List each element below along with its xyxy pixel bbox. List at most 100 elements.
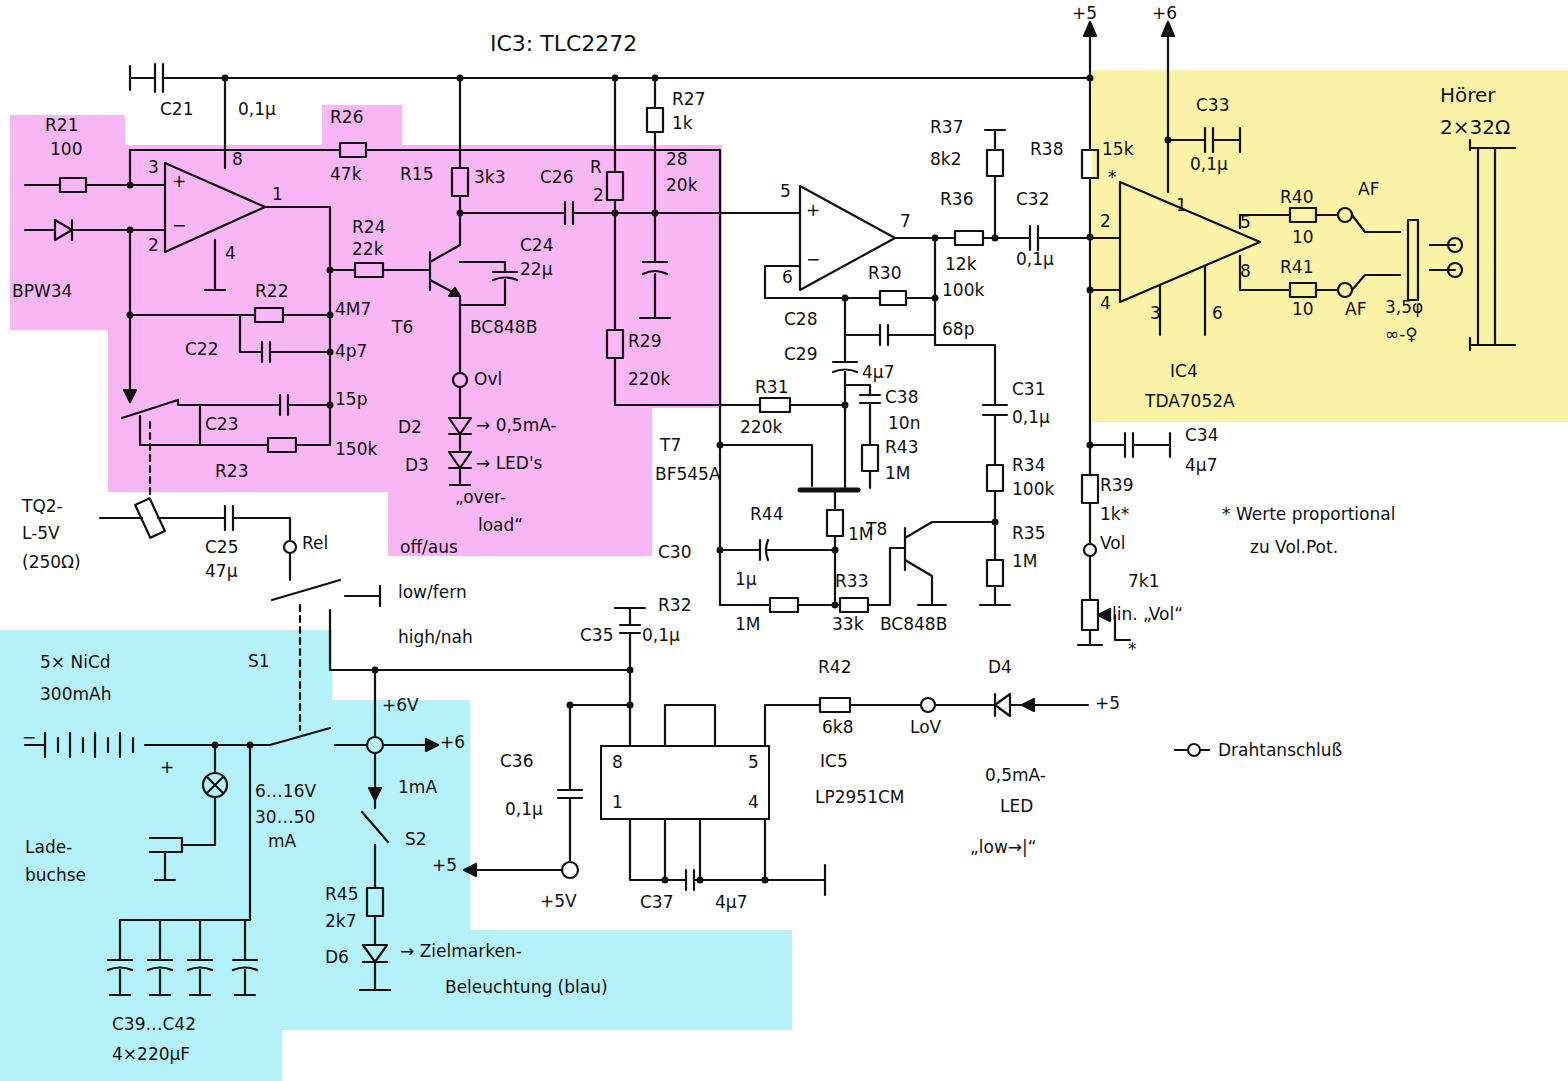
schematic-label: +5V: [540, 892, 577, 911]
lamp-symbol: [150, 745, 223, 880]
schematic-label: D4: [988, 658, 1012, 677]
schematic-label: C29: [784, 345, 818, 364]
resistor-symbol: [880, 291, 906, 305]
schematic-label: 150k: [335, 440, 377, 459]
schematic-label: R35: [1012, 524, 1045, 543]
schematic-label: R21: [45, 116, 78, 135]
schematic-label: low/fern: [398, 583, 467, 602]
resistor-symbol: [1082, 150, 1098, 178]
resistor-symbol: [340, 143, 366, 157]
schematic-label: +5: [1072, 4, 1097, 23]
schematic-label: R24: [352, 218, 385, 237]
schematic-label: 1M: [735, 615, 760, 634]
schematic-label: −: [22, 728, 36, 747]
arrow-head: [449, 288, 460, 296]
transistor-symbol: [905, 522, 995, 605]
schematic-label: BC848B: [470, 318, 537, 337]
schematic-label: 1: [1176, 196, 1187, 215]
schematic-label: BF545A: [655, 465, 721, 484]
schematic-label: zu Vol.Pot.: [1250, 538, 1338, 557]
schematic-label: R15: [400, 165, 433, 184]
schematic-label: +: [160, 758, 174, 777]
schematic-label: 15p: [335, 390, 367, 409]
schematic-label: 5: [1240, 213, 1251, 232]
schematic-label: T7: [660, 436, 681, 455]
schematic-label: 2: [1100, 212, 1111, 231]
schematic-label: off/aus: [400, 538, 458, 557]
schematic-label: → 0,5mA-: [476, 416, 557, 435]
resistor-symbol: [955, 231, 983, 245]
wire: [375, 608, 645, 745]
schematic-label: R43: [885, 438, 918, 457]
schematic-label: C28: [784, 310, 818, 329]
capacitor-symbol: [262, 342, 288, 415]
schematic-label: C23: [205, 415, 239, 434]
schematic-label: 0,1µ: [1012, 408, 1050, 427]
schematic-label: D2: [398, 418, 422, 437]
arrow-head: [1084, 22, 1174, 621]
schematic-label: 100k: [1012, 480, 1054, 499]
wire: [460, 202, 800, 224]
schematic-label: R29: [628, 332, 661, 351]
schematic-label: Ovl: [474, 370, 502, 389]
schematic-label: *: [1128, 640, 1137, 659]
schematic-label: 0,1µ: [238, 100, 276, 119]
wire: [845, 298, 1010, 605]
potentiometer-symbol: [1082, 600, 1098, 630]
schematic-label: 4µ7: [862, 363, 894, 382]
schematic-label: C38: [885, 388, 919, 407]
schematic-label: mA: [268, 832, 296, 851]
pin-number: 1: [612, 793, 623, 812]
schematic-label: R39: [1100, 476, 1133, 495]
amplifier-region: [1092, 70, 1568, 422]
schematic-label: 8k2: [930, 150, 961, 169]
resistor-symbol: [607, 172, 623, 200]
resistor-symbol: [827, 510, 843, 536]
schematic-label: 6: [782, 268, 793, 287]
schematic-label: 100k: [942, 281, 984, 300]
legend-row: Drahtanschluß: [1172, 740, 1342, 760]
wire-terminal: [453, 373, 467, 387]
schematic-label: 1µ: [735, 570, 757, 589]
schematic-label: „low→|“: [970, 838, 1037, 857]
schematic-label: C39…C42: [112, 1015, 196, 1034]
wire: [460, 262, 505, 305]
schematic-label: 5: [780, 182, 791, 201]
schematic-label: AF: [1345, 300, 1366, 319]
schematic-label: TQ2-: [22, 497, 63, 516]
pin-number: 4: [748, 793, 759, 812]
wire: [630, 820, 825, 895]
wire-terminal: [562, 862, 578, 878]
schematic-label: 10n: [888, 414, 920, 433]
schematic-label: C26: [540, 168, 574, 187]
schematic-label: C21: [160, 100, 194, 119]
schematic-label: 1: [272, 185, 283, 204]
schematic-label: +6V: [382, 696, 419, 715]
schematic-label: R45: [325, 885, 358, 904]
resistor-symbol: [840, 598, 868, 612]
capacitor-symbol: [833, 362, 1007, 415]
schematic-label: Beleuchtung (blau): [445, 978, 608, 997]
schematic-label: R33: [835, 572, 868, 591]
schematic-label: high/nah: [398, 628, 473, 647]
schematic-label: 5× NiCd: [40, 653, 111, 672]
schematic-label: C37: [640, 893, 674, 912]
schematic-label: T8: [866, 520, 887, 539]
schematic-label: 20k: [666, 176, 697, 195]
schematic-label: R41: [1280, 258, 1313, 277]
schematic-label: −: [806, 250, 820, 269]
schematic-label: C22: [185, 340, 219, 359]
junction-dots: [127, 75, 1172, 884]
resistor-symbol: [1290, 283, 1316, 297]
schematic-label: 28: [666, 150, 688, 169]
resistor-symbol: [367, 888, 383, 916]
schematic-label: BPW34: [12, 282, 72, 301]
resistor-symbol: [862, 445, 878, 471]
schematic-label: 1M: [885, 464, 910, 483]
schematic-label: 3: [148, 158, 159, 177]
wire-terminal: [1448, 263, 1462, 277]
resistor-symbol: [770, 598, 798, 612]
opamp-symbol: [165, 163, 265, 252]
schematic-label: „over-: [455, 488, 506, 507]
schematic-label: 3k3: [474, 168, 505, 187]
